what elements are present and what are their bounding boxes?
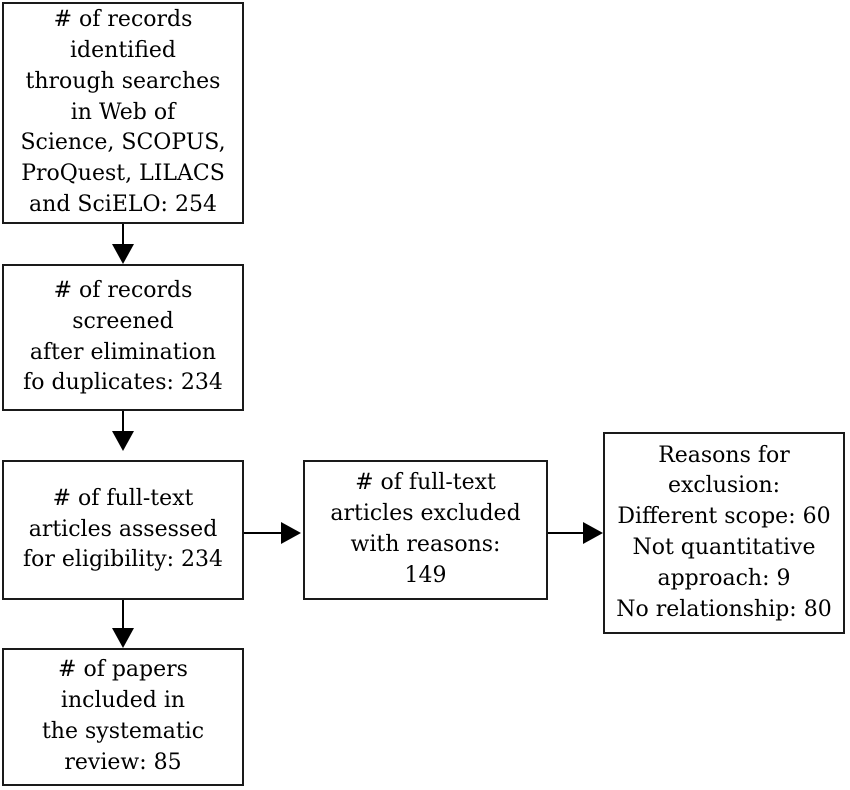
arrow-eligible-to-excluded-head-icon [281, 522, 301, 544]
node-articles-assessed-eligibility: # of full-text articles assessed for eli… [2, 460, 244, 600]
node-records-screened: # of records screened after elimination … [2, 264, 244, 411]
arrow-eligible-to-included-head-icon [112, 628, 134, 648]
node-records-identified: # of records identified through searches… [2, 2, 244, 224]
arrow-eligible-to-included-line [122, 600, 124, 628]
arrow-eligible-to-excluded-line [244, 532, 286, 534]
arrow-identified-to-screened-line [122, 224, 124, 248]
node-papers-included: # of papers included in the systematic r… [2, 648, 244, 786]
node-reasons-for-exclusion: Reasons for exclusion: Different scope: … [603, 432, 845, 634]
arrow-screened-to-eligible-head-icon [112, 431, 134, 451]
arrow-identified-to-screened-head-icon [112, 244, 134, 264]
arrow-excluded-to-reasons-head-icon [583, 522, 603, 544]
node-articles-excluded: # of full-text articles excluded with re… [303, 460, 548, 600]
arrow-screened-to-eligible-line [122, 411, 124, 440]
arrow-excluded-to-reasons-line [548, 532, 590, 534]
